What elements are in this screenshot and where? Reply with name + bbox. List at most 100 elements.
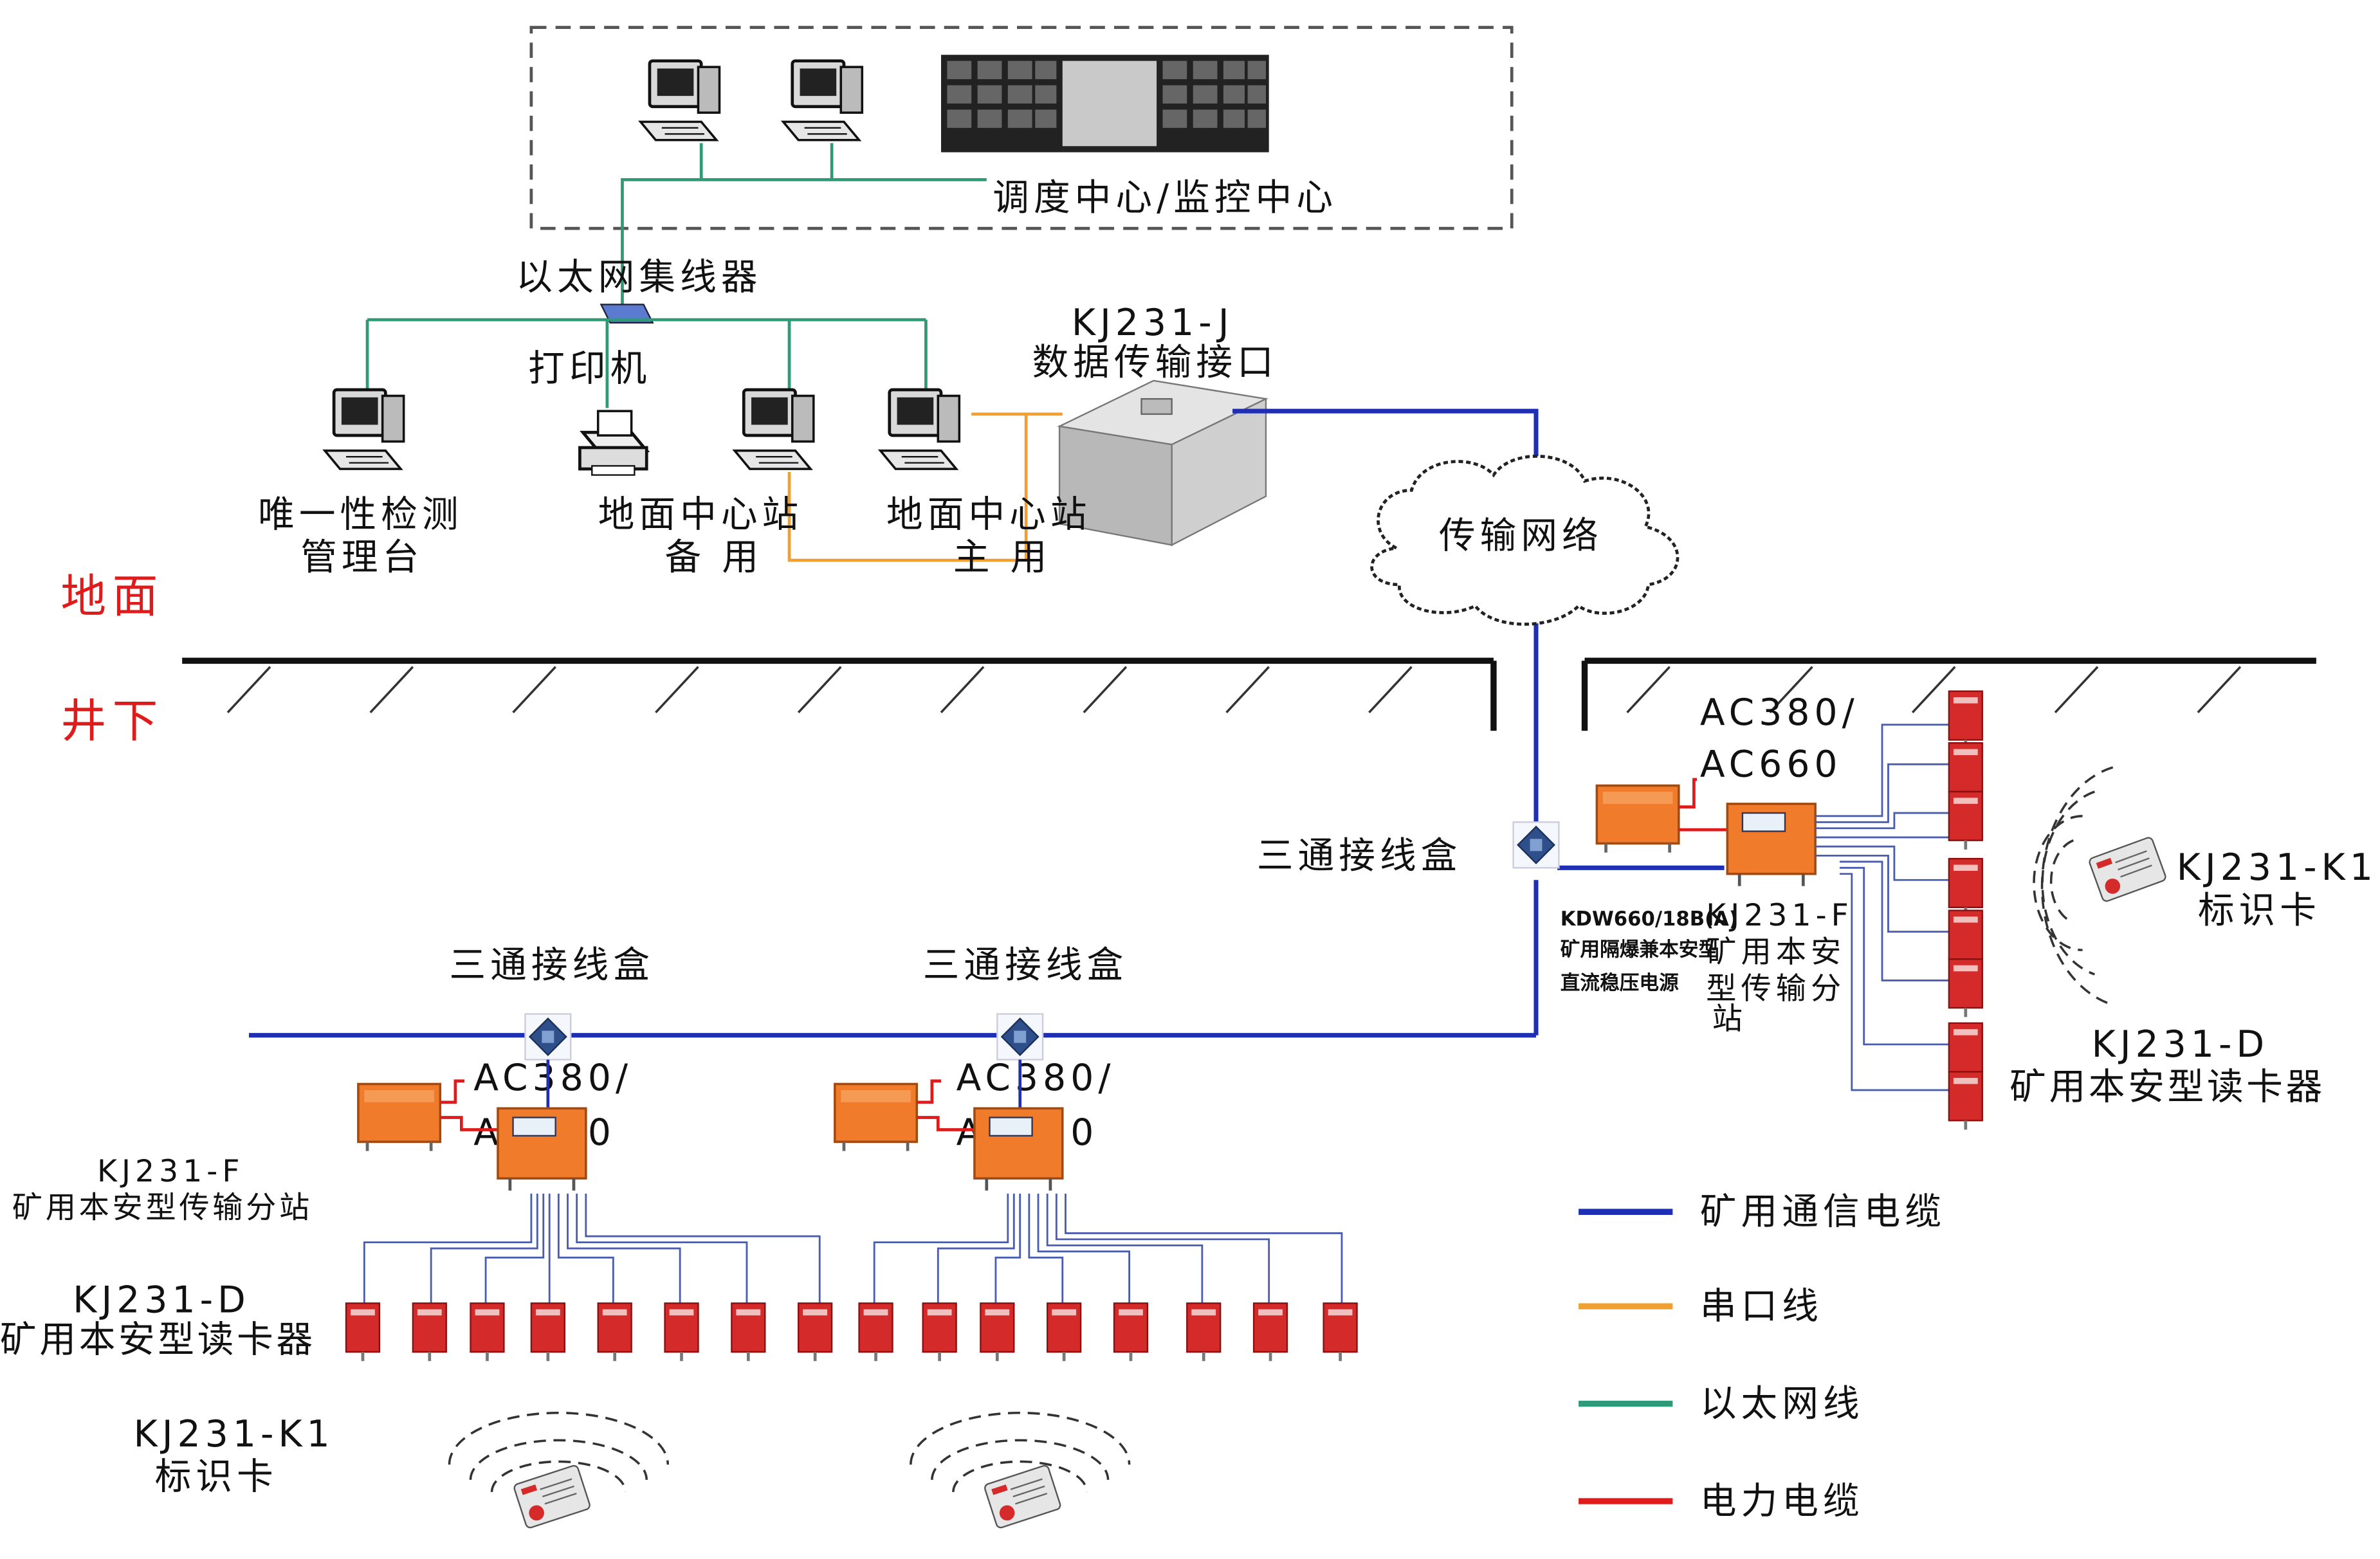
card-reader-icon [1254, 1303, 1287, 1361]
surface-zone-label: 地面 [60, 570, 163, 623]
id-tag-card-icon [983, 1464, 1063, 1530]
substation-left-label-2: 矿用本安型传输分站 [12, 1190, 313, 1226]
junction-box-left1-label: 三通接线盒 [449, 944, 654, 987]
reader-bus-left2 [873, 1193, 1343, 1304]
underground-zone-label: 井下 [60, 695, 163, 748]
substation-left1-icon [498, 1108, 586, 1190]
card-reader-icon [598, 1303, 632, 1361]
ethernet-lines-center [621, 143, 987, 305]
substation-right-label-4: 站 [1712, 1001, 1747, 1037]
uniqueness-console-label-2: 管理台 [300, 536, 423, 578]
printer-label: 打印机 [528, 347, 651, 390]
legend-label: 以太网线 [1700, 1382, 1864, 1425]
card-reader-icon [923, 1303, 957, 1361]
ethernet-hub-label: 以太网集线器 [516, 256, 762, 298]
dispatch-center-label: 调度中心/监控中心 [993, 177, 1337, 219]
card-reader-column-right [1949, 691, 1982, 1130]
computer-workstation-icon [325, 390, 404, 469]
psu-label-2: 矿用隔爆兼本安型 [1561, 938, 1718, 962]
cloud-network-icon [1370, 454, 1680, 626]
power-supply-icon [1597, 785, 1678, 852]
power-right-label-1: AC380/ [1700, 691, 1859, 734]
tag-left-label-2: 标识卡 [155, 1455, 278, 1498]
ground-backup-label-2: 备 用 [665, 536, 764, 578]
printer-icon [580, 411, 646, 475]
reader-left-label-1: KJ231-D [73, 1279, 250, 1321]
computer-workstation-icon [881, 390, 960, 469]
substation-left-label-1: KJ231-F [97, 1154, 244, 1189]
card-reader-row-left2 [859, 1303, 1357, 1361]
legend-item: 以太网线 [1579, 1382, 1864, 1425]
substation-right-label-2: 矿用本安 [1706, 934, 1845, 970]
legend-item: 电力电缆 [1579, 1480, 1864, 1522]
data-interface-model-label: KJ231-J [1072, 302, 1234, 344]
computer-workstation-icon [735, 390, 814, 469]
substation-left2-icon [975, 1108, 1063, 1190]
psu-model-label: KDW660/18B(A) [1561, 907, 1738, 931]
substation-right-label-3: 型传输分 [1706, 971, 1845, 1007]
power-cable-right [1678, 778, 1728, 832]
power-right-label-2: AC660 [1700, 743, 1842, 785]
data-interface-name-label: 数据传输接口 [1032, 341, 1278, 383]
dispatch-center-frame [529, 26, 1514, 230]
card-reader-icon [1187, 1303, 1220, 1361]
id-tag-card-icon [512, 1464, 592, 1530]
power-supply-icon [358, 1084, 440, 1151]
junction-box-icon [524, 1013, 572, 1061]
radio-waves-left1 [448, 1411, 670, 1492]
substation-right-icon [1727, 804, 1815, 886]
legend-label: 电力电缆 [1700, 1480, 1864, 1522]
card-reader-icon [531, 1303, 565, 1361]
junction-box-right-label: 三通接线盒 [1257, 834, 1462, 877]
card-reader-icon [1324, 1303, 1357, 1361]
card-reader-icon [1114, 1303, 1148, 1361]
legend-item: 串口线 [1579, 1285, 1823, 1327]
card-reader-icon [1949, 792, 1982, 850]
comm-cable-surface [1232, 408, 1539, 823]
radio-waves-left2 [910, 1411, 1131, 1492]
reader-bus-right [1815, 724, 1949, 1091]
card-reader-icon [798, 1303, 832, 1361]
card-reader-icon [731, 1303, 765, 1361]
substation-right-label-1: KJ231-F [1706, 898, 1853, 933]
card-reader-icon [665, 1303, 699, 1361]
ground-surface-line [182, 657, 2316, 731]
computer-workstation-icon [783, 61, 863, 140]
card-reader-icon [1949, 1072, 1982, 1130]
power-cable-left1 [440, 1079, 498, 1131]
card-reader-icon [1047, 1303, 1081, 1361]
psu-label-3: 直流稳压电源 [1561, 972, 1679, 995]
junction-box-icon [1512, 821, 1560, 869]
power-left2-label-1: AC380/ [957, 1057, 1115, 1099]
power-left1-label-1: AC380/ [473, 1057, 632, 1099]
legend-item: 矿用通信电缆 [1579, 1190, 1941, 1233]
junction-box-icon [996, 1013, 1044, 1061]
card-reader-icon [413, 1303, 446, 1361]
power-supply-icon [835, 1084, 917, 1151]
card-reader-icon [471, 1303, 504, 1361]
transmission-network-label: 传输网络 [1439, 515, 1603, 557]
serial-lines [787, 412, 1063, 562]
power-cable-left2 [917, 1079, 975, 1131]
video-wall-icon [941, 55, 1269, 152]
reader-left-label-2: 矿用本安型读卡器 [0, 1318, 316, 1361]
comm-cable-underground [248, 865, 1725, 1038]
legend-label: 串口线 [1700, 1285, 1823, 1327]
reader-bus-left1 [363, 1193, 821, 1304]
radio-waves-right [2033, 766, 2114, 1007]
reader-right-label-2: 矿用本安型读卡器 [2009, 1066, 2325, 1108]
tag-right-label-2: 标识卡 [2198, 889, 2321, 931]
computer-workstation-icon [641, 61, 720, 140]
card-reader-icon [1949, 959, 1982, 1017]
uniqueness-console-label-1: 唯一性检测 [258, 493, 463, 536]
ground-main-label-1: 地面中心站 [886, 493, 1092, 536]
tag-right-label-1: KJ231-K1 [2177, 846, 2377, 889]
card-reader-icon [980, 1303, 1014, 1361]
card-reader-icon [346, 1303, 380, 1361]
card-reader-icon [1949, 859, 1982, 916]
ground-main-label-2: 主 用 [953, 536, 1052, 578]
ground-backup-label-1: 地面中心站 [598, 493, 803, 536]
data-interface-box-icon [1057, 379, 1268, 547]
